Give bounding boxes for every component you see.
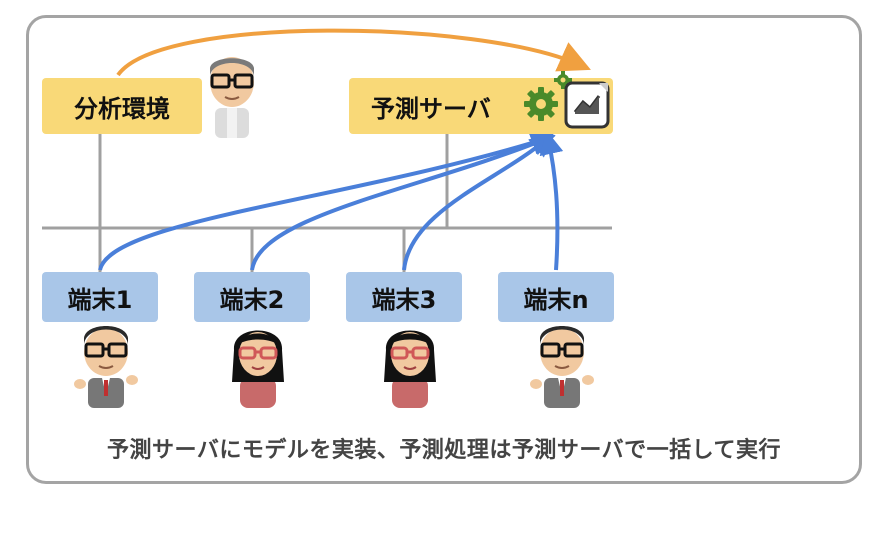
terminal-n-label: 端末n (523, 285, 589, 314)
terminal-n-box: 端末n (498, 272, 614, 322)
analyst-avatar (209, 57, 255, 138)
chart-document-icon (564, 81, 610, 129)
request-arrow-n (539, 130, 564, 271)
gear-icon (524, 71, 572, 121)
man-avatar (530, 326, 594, 408)
analysis-env-label: 分析環境 (74, 94, 170, 123)
man-avatar (74, 326, 138, 408)
terminal-2-label: 端末2 (219, 285, 285, 314)
request-arrow-1 (98, 131, 556, 271)
analysis-env-box: 分析環境 (42, 78, 202, 134)
request-arrow-2 (250, 132, 556, 271)
diagram-caption: 予測サーバにモデルを実装、予測処理は予測サーバで一括して実行 (107, 438, 781, 463)
terminal-2-box: 端末2 (194, 272, 310, 322)
woman-avatar (232, 330, 284, 408)
deploy-arrow (116, 28, 591, 77)
woman-avatar (384, 330, 436, 408)
terminal-1-box: 端末1 (42, 272, 158, 322)
terminal-1-label: 端末1 (67, 285, 133, 314)
prediction-server-label: 予測サーバ (371, 94, 491, 123)
terminal-3-label: 端末3 (371, 285, 437, 314)
request-arrow-3 (402, 132, 555, 271)
diagram-frame (26, 15, 862, 484)
terminal-3-box: 端末3 (346, 272, 462, 322)
